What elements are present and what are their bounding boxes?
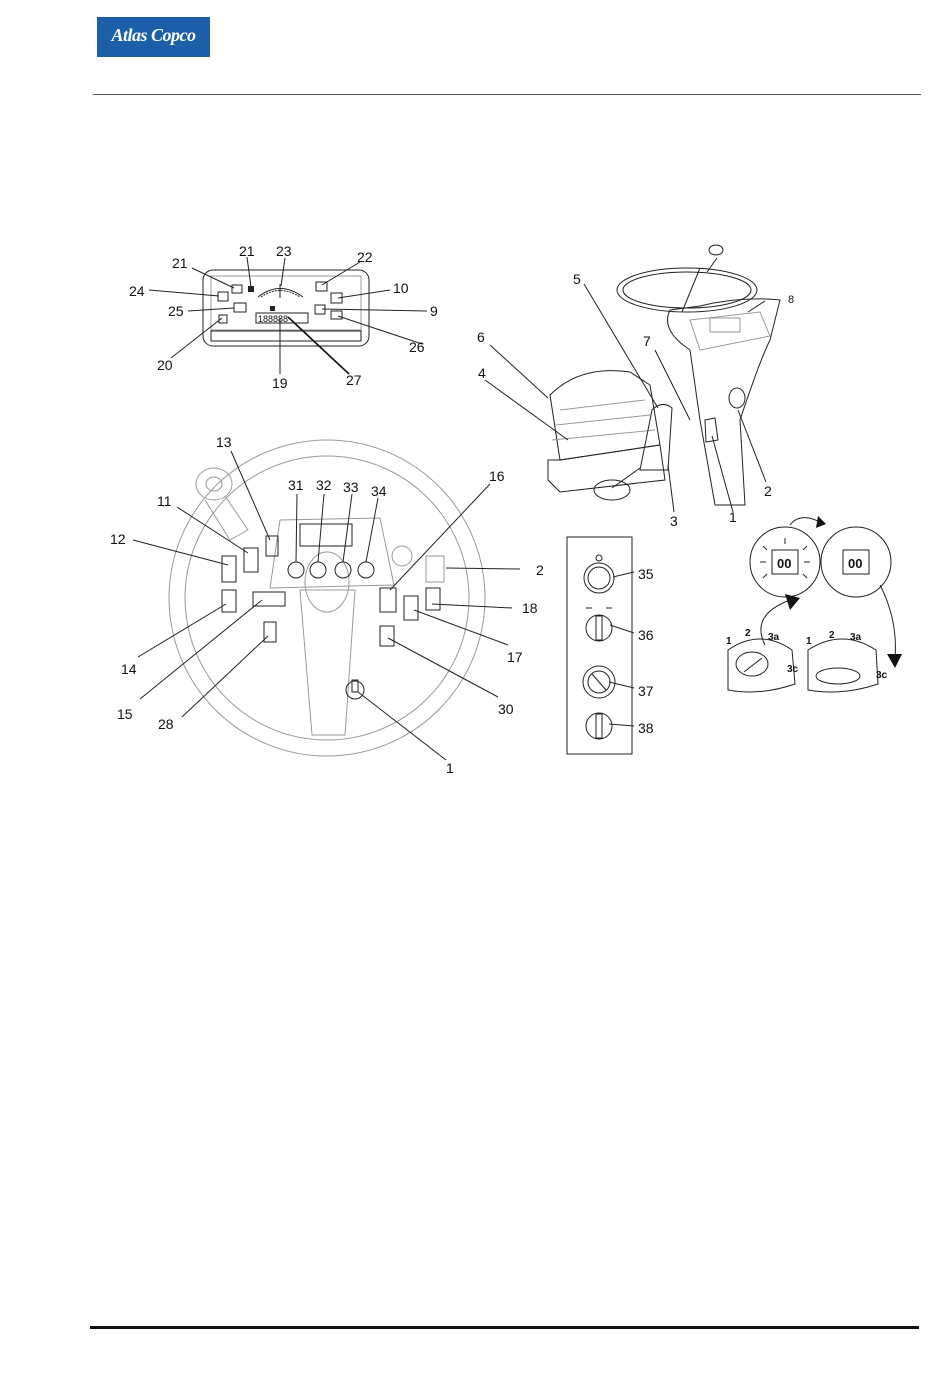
callout: 24 bbox=[129, 283, 145, 299]
callout: 22 bbox=[357, 249, 373, 265]
callout: 18 bbox=[522, 600, 538, 616]
callout: 13 bbox=[216, 434, 232, 450]
cab-steering-illustration bbox=[548, 245, 780, 505]
callout: 28 bbox=[158, 716, 174, 732]
lamp-callouts: 1 2 3a 3c 1 2 3a 3c bbox=[726, 628, 888, 681]
callout: 3a bbox=[768, 632, 780, 643]
svg-text:00: 00 bbox=[777, 556, 791, 571]
callout: 34 bbox=[371, 483, 387, 499]
callout: 12 bbox=[110, 531, 126, 547]
callout: 25 bbox=[168, 303, 184, 319]
callout: 26 bbox=[409, 339, 425, 355]
svg-text:188888: 188888 bbox=[258, 314, 288, 324]
callout: 1 bbox=[446, 760, 454, 776]
callout: 31 bbox=[288, 477, 304, 493]
callout: 2 bbox=[536, 562, 544, 578]
footer-rule bbox=[90, 1326, 919, 1329]
callout: 10 bbox=[393, 280, 409, 296]
callout: 2 bbox=[764, 483, 772, 499]
callout: 16 bbox=[489, 468, 505, 484]
callout: 2 bbox=[829, 630, 835, 641]
callout: 3a bbox=[850, 632, 862, 643]
callout: 19 bbox=[272, 375, 288, 391]
callout: 14 bbox=[121, 661, 137, 677]
callout: 35 bbox=[638, 566, 654, 582]
switch-leader-lines bbox=[609, 572, 634, 726]
switch-callouts: 35 36 37 38 bbox=[638, 566, 654, 736]
callout: 11 bbox=[157, 493, 172, 509]
callout: 4 bbox=[478, 365, 486, 381]
callout: 21 bbox=[172, 255, 188, 271]
callout: 17 bbox=[507, 649, 523, 665]
switch-strip-illustration bbox=[567, 537, 632, 754]
callout: 3 bbox=[670, 513, 678, 529]
callout: 20 bbox=[157, 357, 173, 373]
callout: 2 bbox=[745, 628, 751, 639]
callout: 33 bbox=[343, 479, 359, 495]
callout: 3c bbox=[787, 664, 799, 675]
callout: 37 bbox=[638, 683, 654, 699]
callout: 1 bbox=[806, 636, 812, 647]
callout: 15 bbox=[117, 706, 133, 722]
callout: 9 bbox=[430, 303, 438, 319]
callout: 6 bbox=[477, 329, 485, 345]
callout: 30 bbox=[498, 701, 514, 717]
callout: 36 bbox=[638, 627, 654, 643]
callout: 27 bbox=[346, 372, 362, 388]
callout: 7 bbox=[643, 333, 651, 349]
panel-leader-lines bbox=[133, 451, 520, 760]
callout: 38 bbox=[638, 720, 654, 736]
panel-callouts: 13 31 32 33 34 16 11 12 2 18 14 17 15 28… bbox=[110, 434, 544, 776]
callout: 32 bbox=[316, 477, 332, 493]
svg-text:00: 00 bbox=[848, 556, 862, 571]
callout: 8 bbox=[788, 294, 794, 306]
callout: 5 bbox=[573, 271, 581, 287]
callout: 1 bbox=[729, 509, 737, 525]
callout: 21 bbox=[239, 243, 255, 259]
callout: 3c bbox=[876, 670, 888, 681]
callout: 23 bbox=[276, 243, 292, 259]
callout: 1 bbox=[726, 636, 732, 647]
lamp-detail-illustration: 00 00 bbox=[728, 516, 902, 692]
